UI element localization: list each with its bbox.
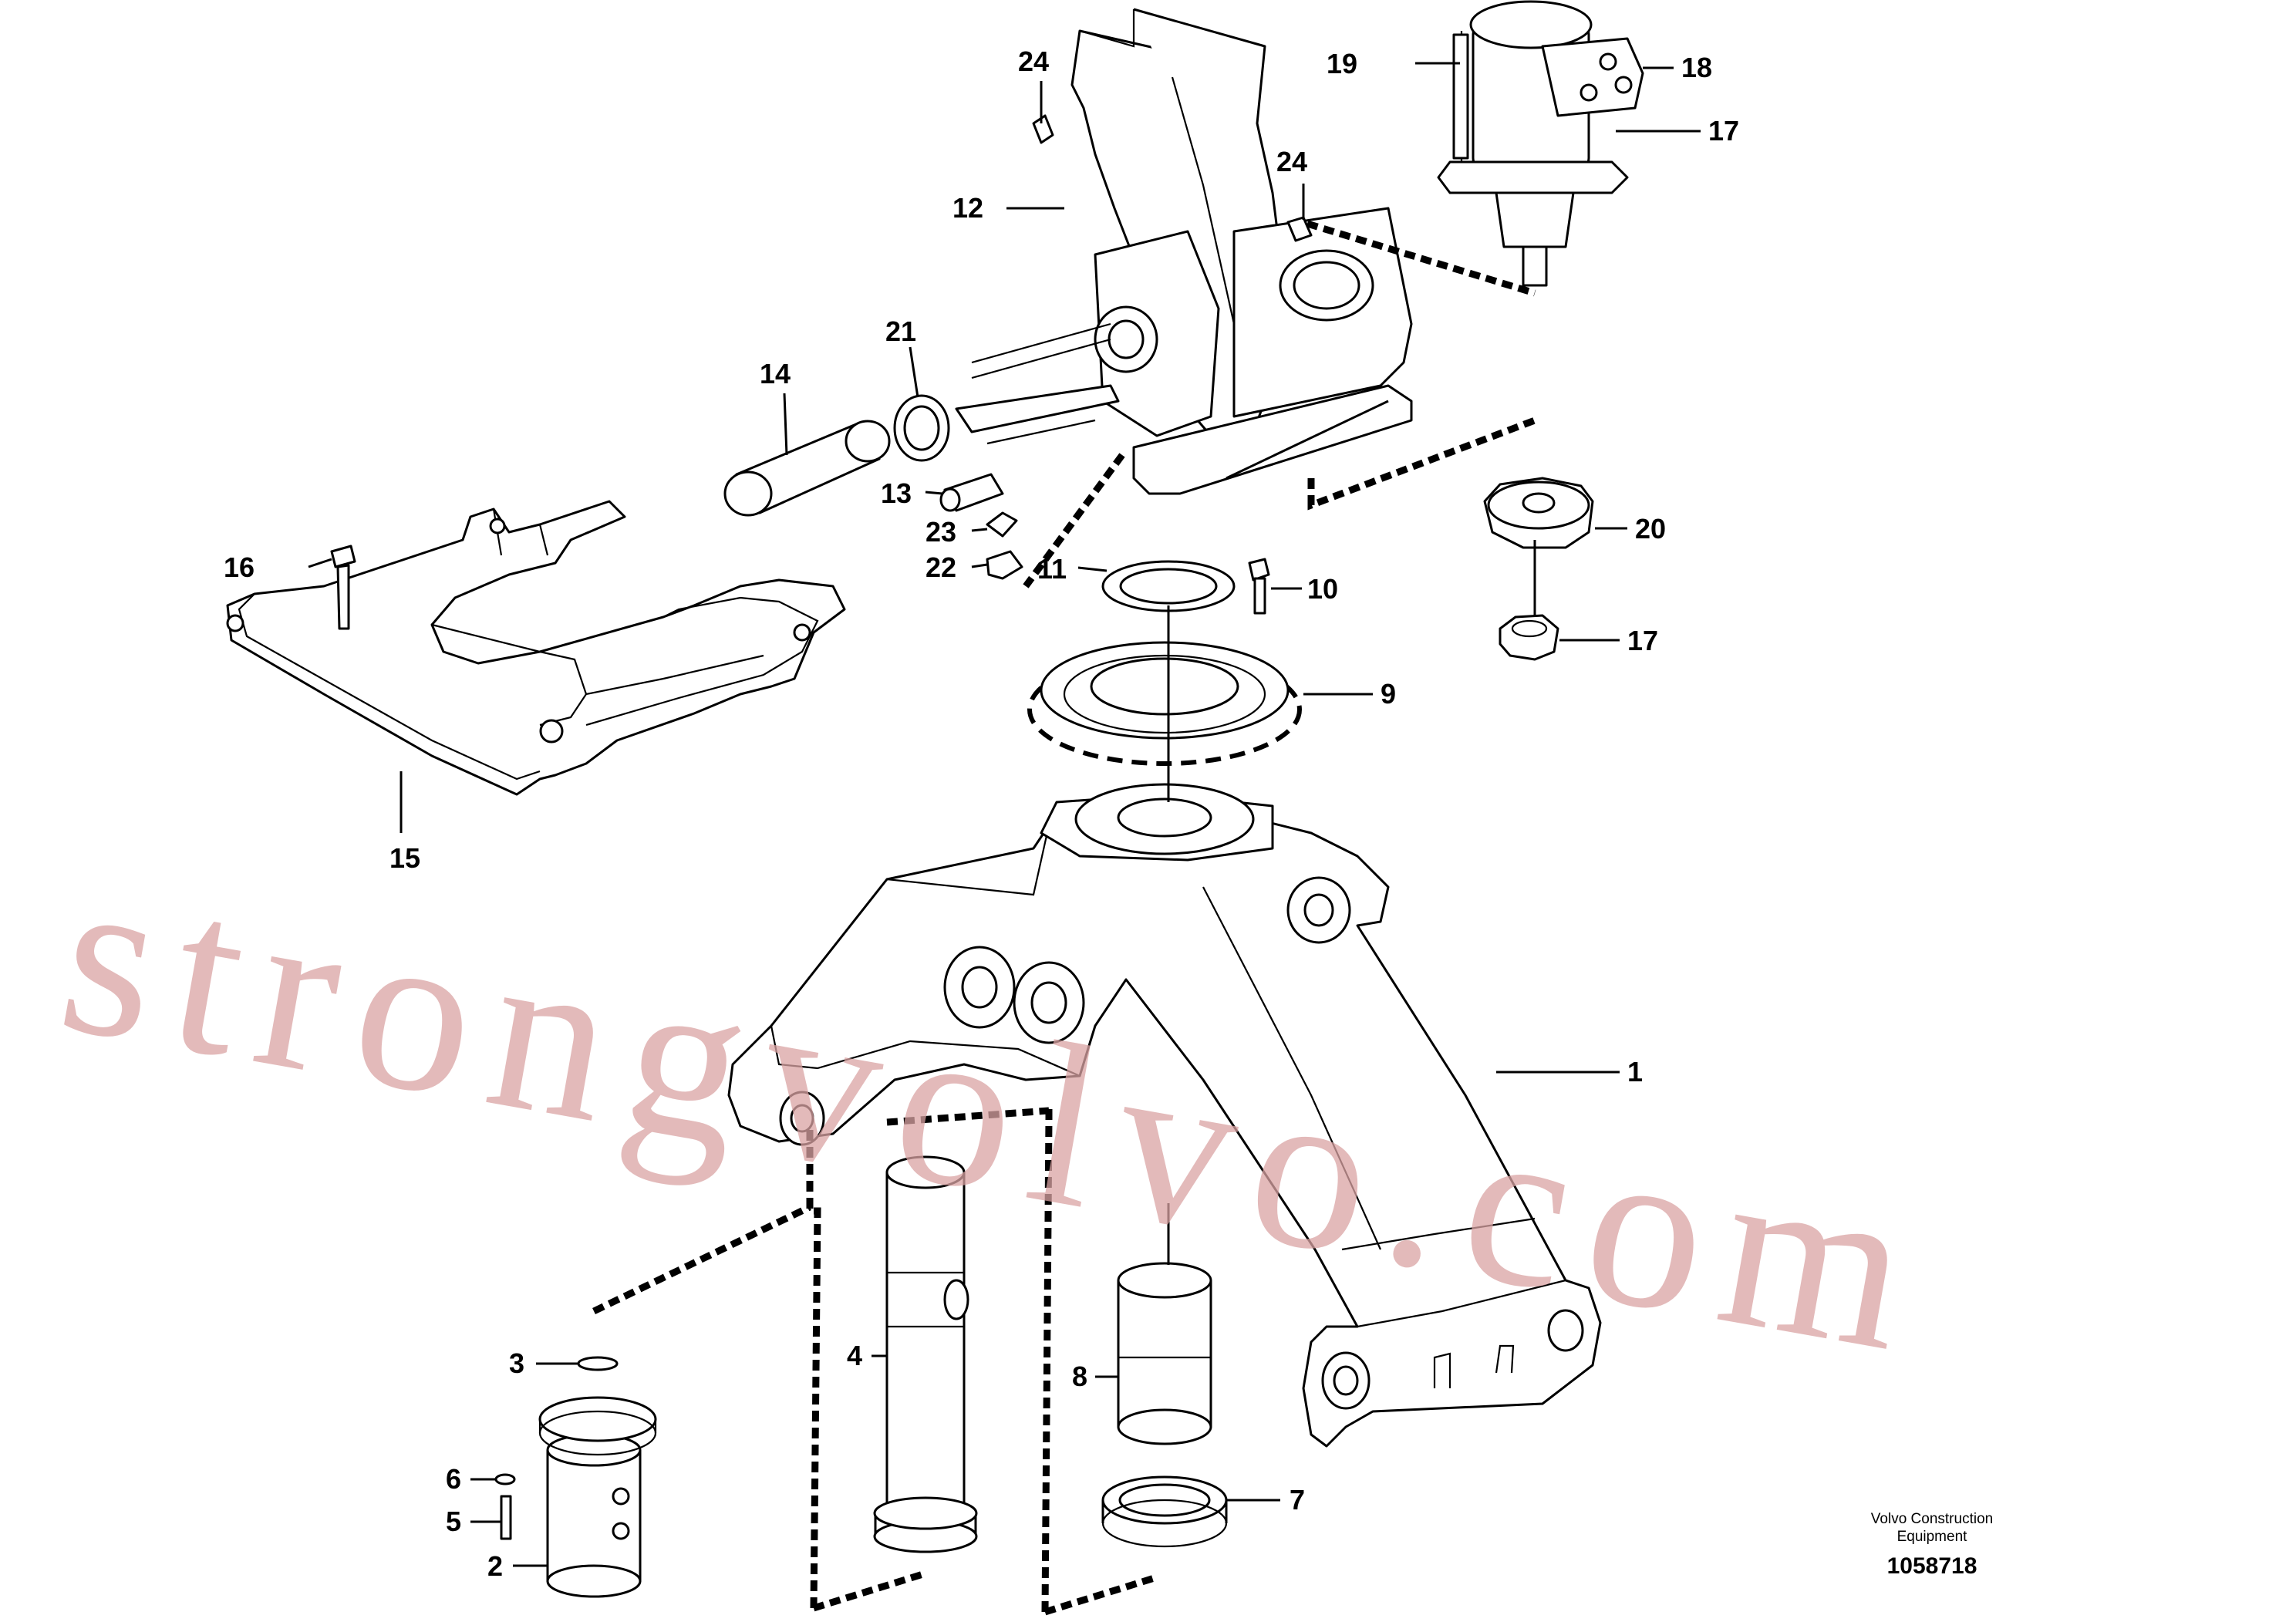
part-2-swivel (538, 1396, 657, 1598)
part-9-gear (1027, 641, 1302, 766)
part-11-ring (1101, 560, 1236, 612)
callout-22: 22 (925, 551, 956, 583)
part-4-pin (873, 1155, 978, 1553)
callout-20: 20 (1635, 513, 1666, 545)
part-5-bolt (500, 1495, 512, 1540)
footer: Volvo Construction Equipment 1058718 (1871, 1511, 1993, 1579)
callout-8: 8 (1072, 1361, 1087, 1392)
callout-1: 1 (1627, 1056, 1643, 1088)
callout-10: 10 (1307, 573, 1338, 605)
assembly-dashed-lines (592, 220, 1536, 1616)
part-24-fitting-b (1286, 216, 1313, 242)
callout-3: 3 (509, 1347, 524, 1379)
part-13-fitting (939, 473, 1004, 512)
callout-4: 4 (847, 1340, 862, 1371)
part-12-bracket (955, 8, 1413, 495)
callout-9: 9 (1381, 678, 1396, 710)
part-7-bearing (1101, 1475, 1228, 1548)
callout-24: 24 (1018, 46, 1049, 77)
callout-17: 17 (1708, 115, 1739, 147)
callout-labels: 24 19 18 17 12 24 21 14 13 23 22 11 10 2… (224, 46, 1739, 1582)
callout-15: 15 (389, 842, 420, 874)
callout-16: 16 (224, 551, 255, 583)
callout-11: 11 (1037, 553, 1067, 585)
part-3-oring (577, 1356, 619, 1371)
part-21-ring (893, 394, 950, 462)
callout-17: 17 (1627, 625, 1658, 656)
callout-23: 23 (925, 516, 956, 548)
brand-line-1: Volvo Construction (1871, 1511, 1993, 1527)
leader-lines (308, 62, 1701, 1567)
document-number: 1058718 (1887, 1553, 1977, 1579)
brand-line-2: Equipment (1897, 1529, 1968, 1545)
callout-14: 14 (760, 358, 791, 389)
part-17-nut (1499, 614, 1559, 661)
callout-12: 12 (952, 192, 983, 224)
callout-2: 2 (487, 1550, 503, 1582)
part-24-fitting-a (1032, 114, 1054, 144)
part-15-frame (226, 500, 846, 796)
callout-13: 13 (881, 477, 912, 509)
part-10-bolt (1248, 558, 1270, 615)
callout-21: 21 (885, 315, 916, 347)
callout-6: 6 (446, 1463, 461, 1495)
callout-19: 19 (1327, 48, 1357, 79)
part-22-fitting (986, 550, 1023, 580)
part-1-frame (727, 783, 1602, 1448)
part-17-motor (1437, 0, 1644, 287)
part-23-grease-nipple (986, 511, 1018, 538)
part-20-pinion (1483, 477, 1594, 549)
callout-24: 24 (1276, 146, 1307, 177)
callout-7: 7 (1290, 1484, 1305, 1516)
callout-5: 5 (446, 1506, 461, 1537)
part-6-washer (494, 1473, 516, 1485)
part-16-bolt (330, 545, 356, 630)
part-14-pin (723, 420, 891, 517)
part-8-bushing (1117, 1262, 1212, 1445)
callout-18: 18 (1681, 52, 1712, 83)
